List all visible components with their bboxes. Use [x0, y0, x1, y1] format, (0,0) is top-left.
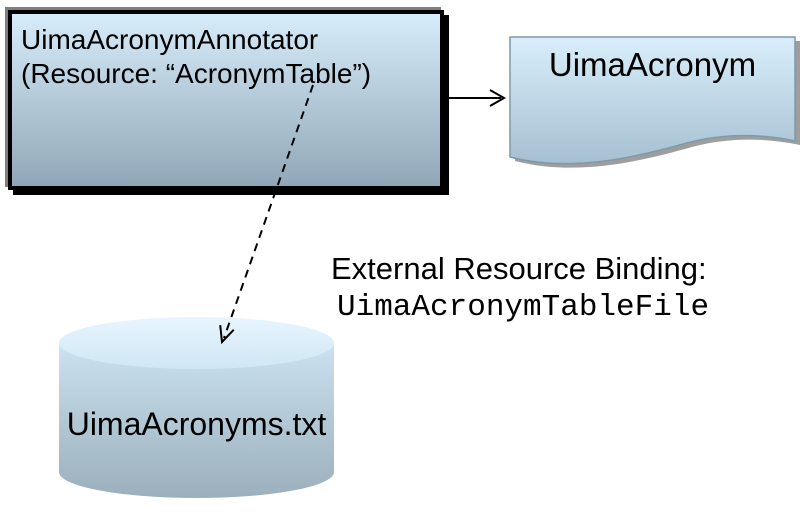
annotator-to-document-arrow: [447, 89, 507, 107]
datastore-cylinder-top: [59, 317, 334, 369]
binding-note-value: UimaAcronymTableFile: [337, 290, 710, 325]
annotator-box-label-line1: UimaAcronymAnnotator: [21, 24, 319, 55]
dashed-arrow-head: [219, 324, 235, 345]
arrow-head: [489, 89, 507, 107]
binding-note-title: External Resource Binding:: [331, 251, 707, 286]
datastore-label: UimaAcronyms.txt: [66, 406, 327, 442]
annotator-box-label-line2: (Resource: “AcronymTable”): [21, 58, 372, 89]
datastore-cylinder-bottom: [59, 446, 334, 498]
document-label: UimaAcronym: [548, 46, 757, 83]
annotator-box: UimaAcronymAnnotator (Resource: “Acronym…: [8, 10, 444, 190]
